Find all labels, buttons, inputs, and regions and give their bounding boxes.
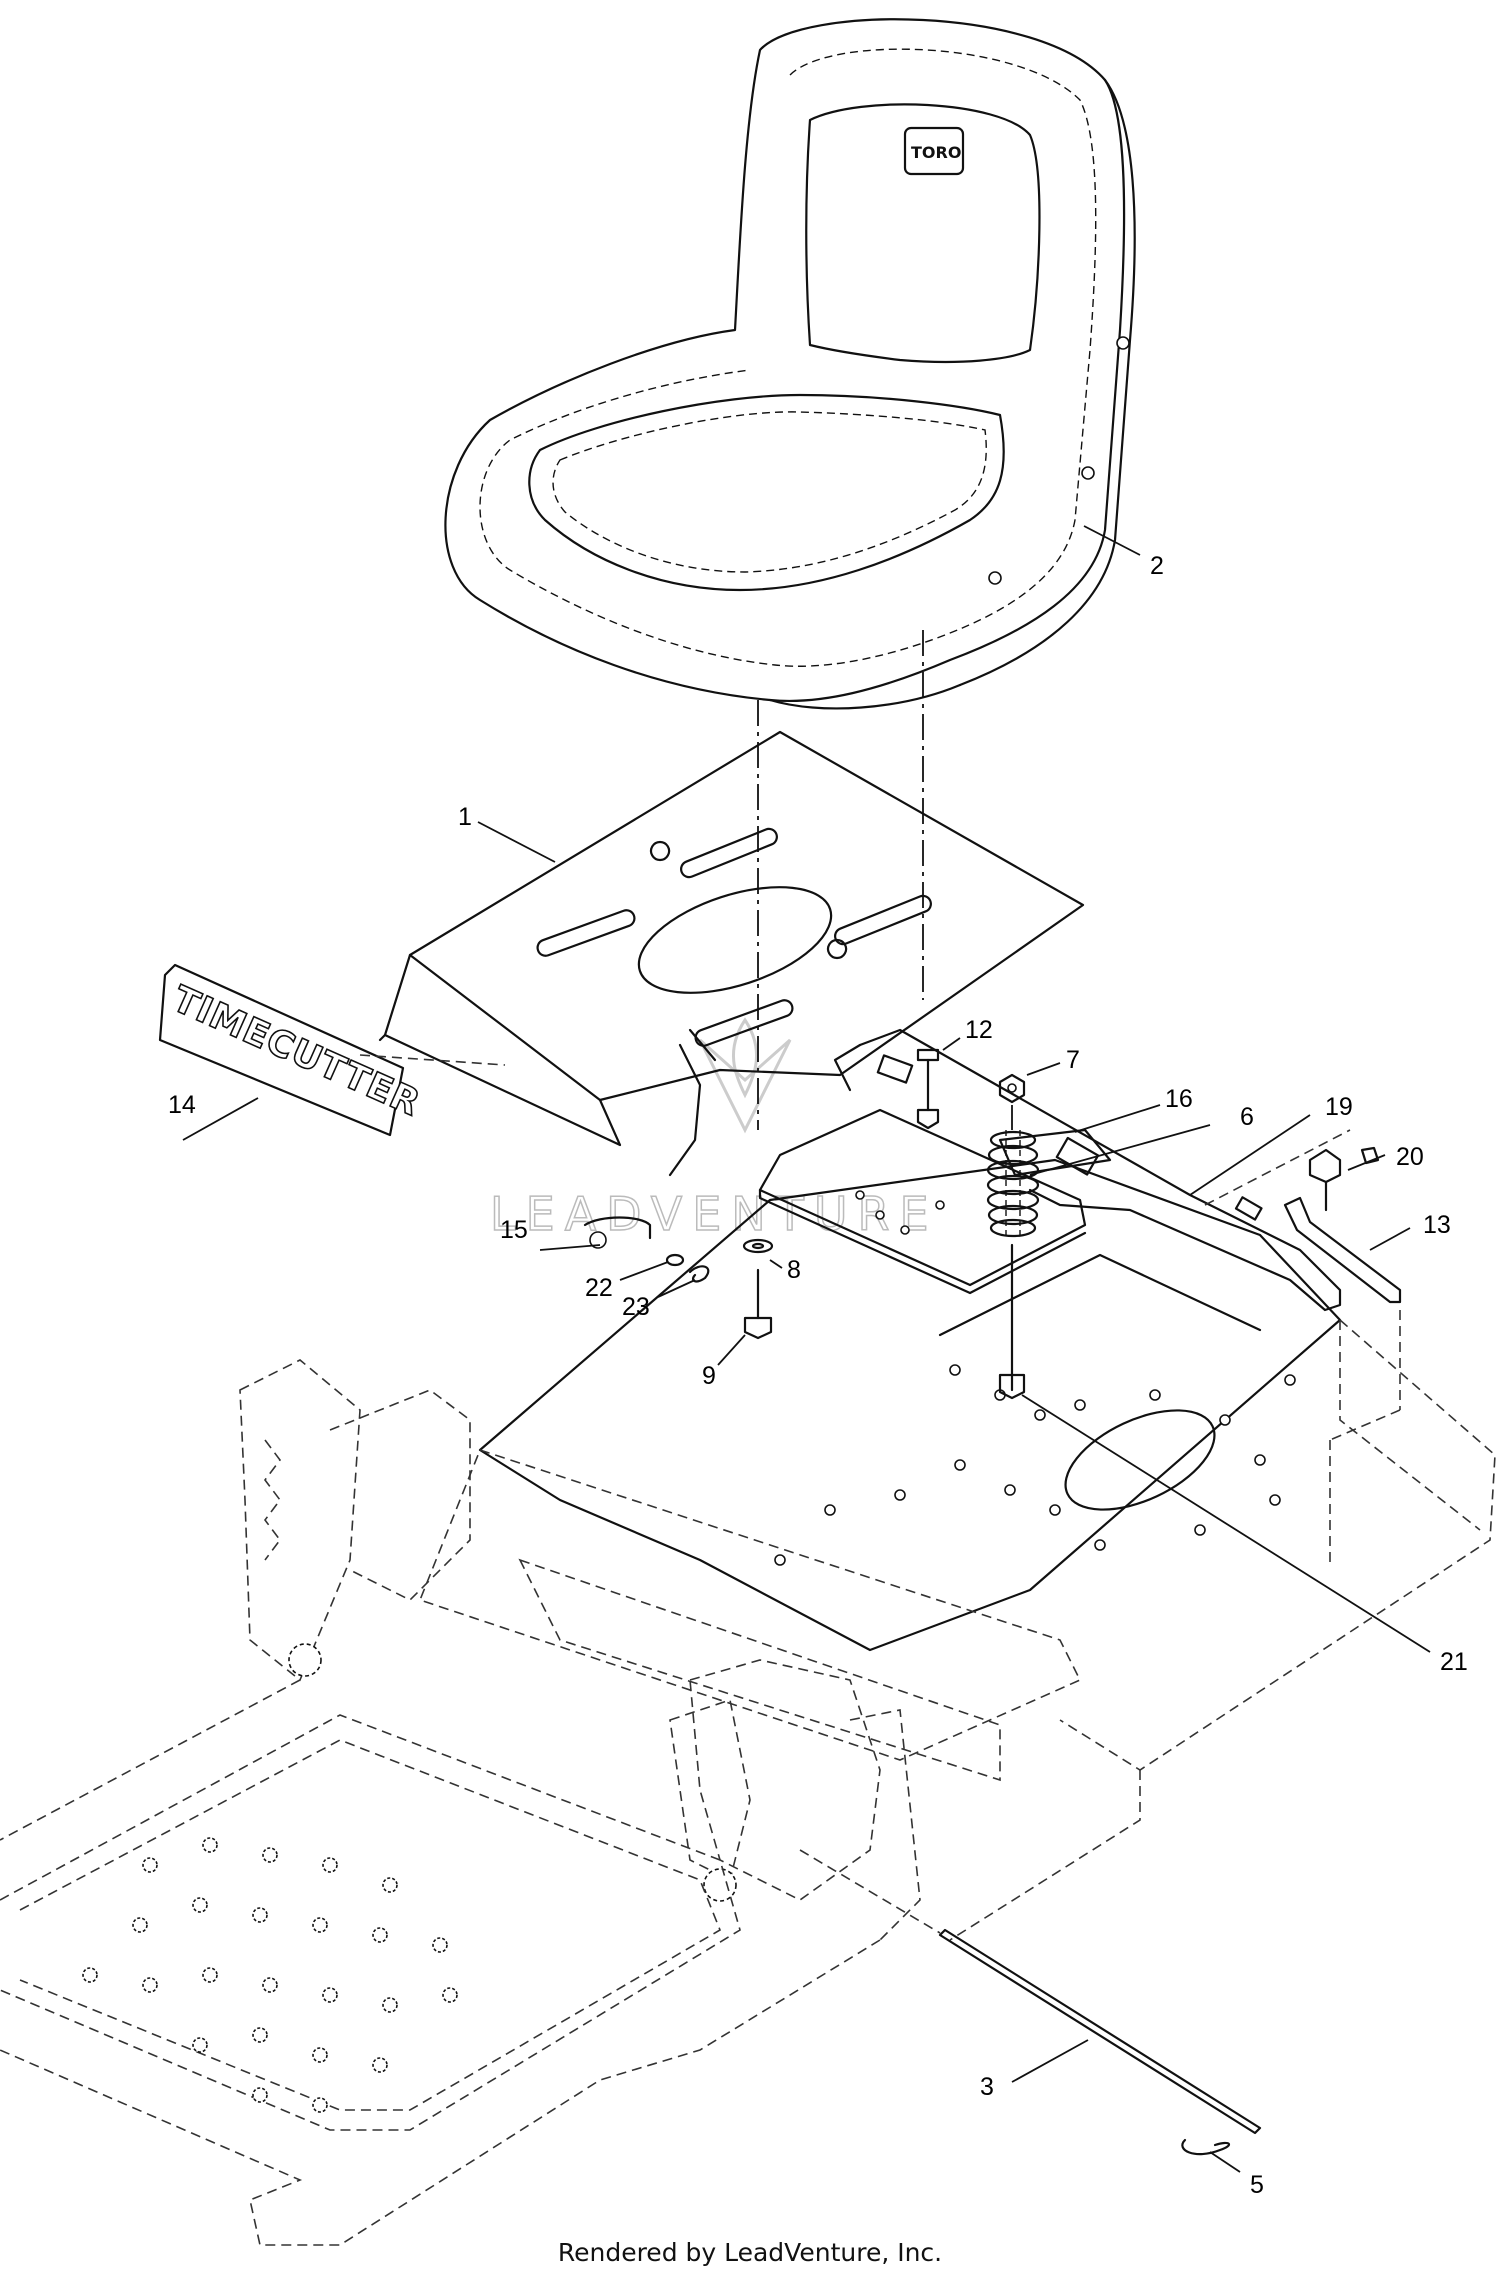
seat-pan-slots — [536, 827, 932, 1047]
hardware — [583, 1048, 1402, 2156]
callouts: 2 1 12 7 16 6 19 20 13 14 15 22 23 8 9 2… — [168, 525, 1468, 2199]
callout-13: 13 — [1423, 1211, 1451, 1239]
callout-2: 2 — [1150, 552, 1164, 580]
decal-text: TIMECUTTER — [166, 979, 426, 1125]
frame-oval-cutout — [1064, 1409, 1216, 1511]
callout-22: 22 — [585, 1274, 613, 1302]
seat-logo-text: TORO — [911, 143, 961, 162]
floor-holes — [82, 1837, 458, 2113]
callout-5: 5 — [1250, 2171, 1264, 2199]
seat-pan — [378, 730, 1085, 1177]
callout-19: 19 — [1325, 1093, 1353, 1121]
callout-21: 21 — [1440, 1648, 1468, 1676]
callout-9: 9 — [702, 1362, 716, 1390]
callout-15: 15 — [500, 1216, 528, 1244]
callout-1: 1 — [458, 803, 472, 831]
callout-20: 20 — [1396, 1143, 1424, 1171]
pivot-rail — [833, 1028, 1351, 1312]
callout-8: 8 — [787, 1256, 801, 1284]
callout-3: 3 — [980, 2073, 994, 2101]
callout-7: 7 — [1066, 1046, 1080, 1074]
watermark-text: LEADVENTURE — [490, 1187, 939, 1241]
spring — [986, 1130, 1040, 1240]
callout-6: 6 — [1240, 1103, 1254, 1131]
callout-12: 12 — [965, 1016, 993, 1044]
spring-bracket — [758, 1108, 1087, 1295]
seat-mount-lines — [757, 630, 924, 1130]
footer-credit: Rendered by LeadVenture, Inc. — [557, 2238, 943, 2267]
seat: TORO — [444, 18, 1136, 710]
toro-logo: TORO — [903, 126, 965, 176]
frame-holes — [774, 1364, 1296, 1566]
timecutter-decal: TIMECUTTER — [158, 963, 506, 1137]
callout-23: 23 — [622, 1293, 650, 1321]
seat-pan-oval — [637, 886, 833, 994]
callout-16: 16 — [1165, 1085, 1193, 1113]
frame — [0, 1158, 1496, 2246]
callout-14: 14 — [168, 1091, 196, 1119]
